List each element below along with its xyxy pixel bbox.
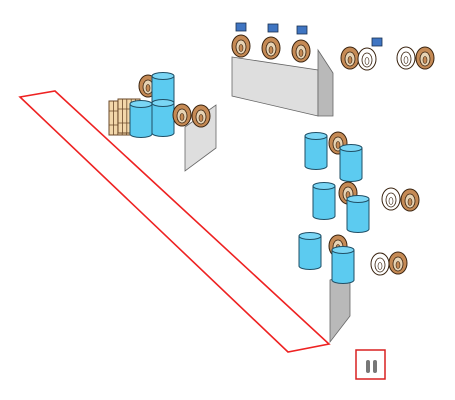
waypoint-marker-icon: [235, 22, 247, 32]
player-token-left: [366, 360, 370, 373]
wall-upper-side: [317, 48, 334, 117]
water-barrel-icon: [346, 195, 370, 233]
traffic-cone-icon: [172, 103, 192, 127]
traffic-cone-icon: [400, 188, 420, 212]
traffic-cone-icon: [357, 47, 377, 71]
traffic-cone-icon: [370, 252, 390, 276]
water-barrel-icon: [151, 99, 175, 137]
water-barrel-icon: [298, 232, 322, 270]
traffic-cone-icon: [231, 34, 251, 58]
waypoint-marker-icon: [371, 37, 383, 47]
waypoint-marker-icon: [267, 23, 279, 33]
water-barrel-icon: [312, 182, 336, 220]
traffic-cone-icon: [415, 46, 435, 70]
traffic-cone-icon: [396, 46, 416, 70]
traffic-cone-icon: [381, 187, 401, 211]
traffic-cone-icon: [191, 104, 211, 128]
wall-upper-front: [231, 56, 319, 117]
route-path-outline: [18, 90, 331, 353]
water-barrel-icon: [304, 132, 328, 170]
exit-pad-icon[interactable]: [355, 349, 386, 380]
traffic-cone-icon: [291, 39, 311, 63]
traffic-cone-icon: [261, 36, 281, 60]
traffic-cone-icon: [388, 251, 408, 275]
water-barrel-icon: [339, 144, 363, 182]
goal-area[interactable]: [355, 349, 386, 380]
route-path: [18, 90, 331, 353]
water-barrel-icon: [331, 246, 355, 284]
water-barrel-icon: [129, 100, 153, 138]
player-token-right: [373, 360, 377, 373]
traffic-cone-icon: [340, 46, 360, 70]
waypoint-marker-icon: [296, 25, 308, 35]
level-items: [108, 22, 435, 284]
